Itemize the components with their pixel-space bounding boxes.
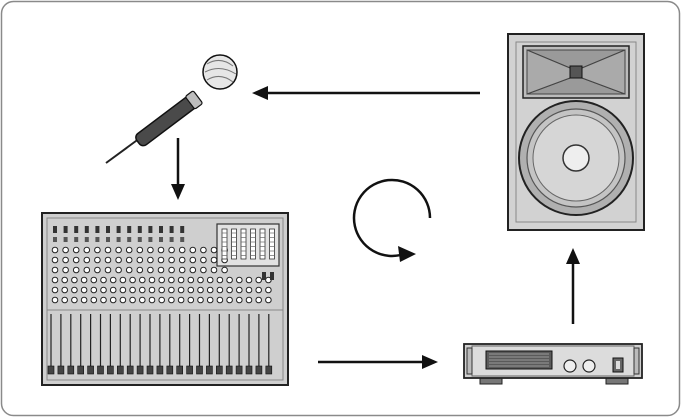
- flow-arrows: [171, 86, 580, 369]
- microphone-icon: [105, 54, 238, 164]
- mixer-icon: [41, 212, 289, 386]
- circular-arrow-icon: [352, 178, 432, 262]
- speaker-icon: [507, 33, 645, 231]
- amplifier-icon: [463, 343, 643, 385]
- mixer-channel-strips: [47, 226, 283, 375]
